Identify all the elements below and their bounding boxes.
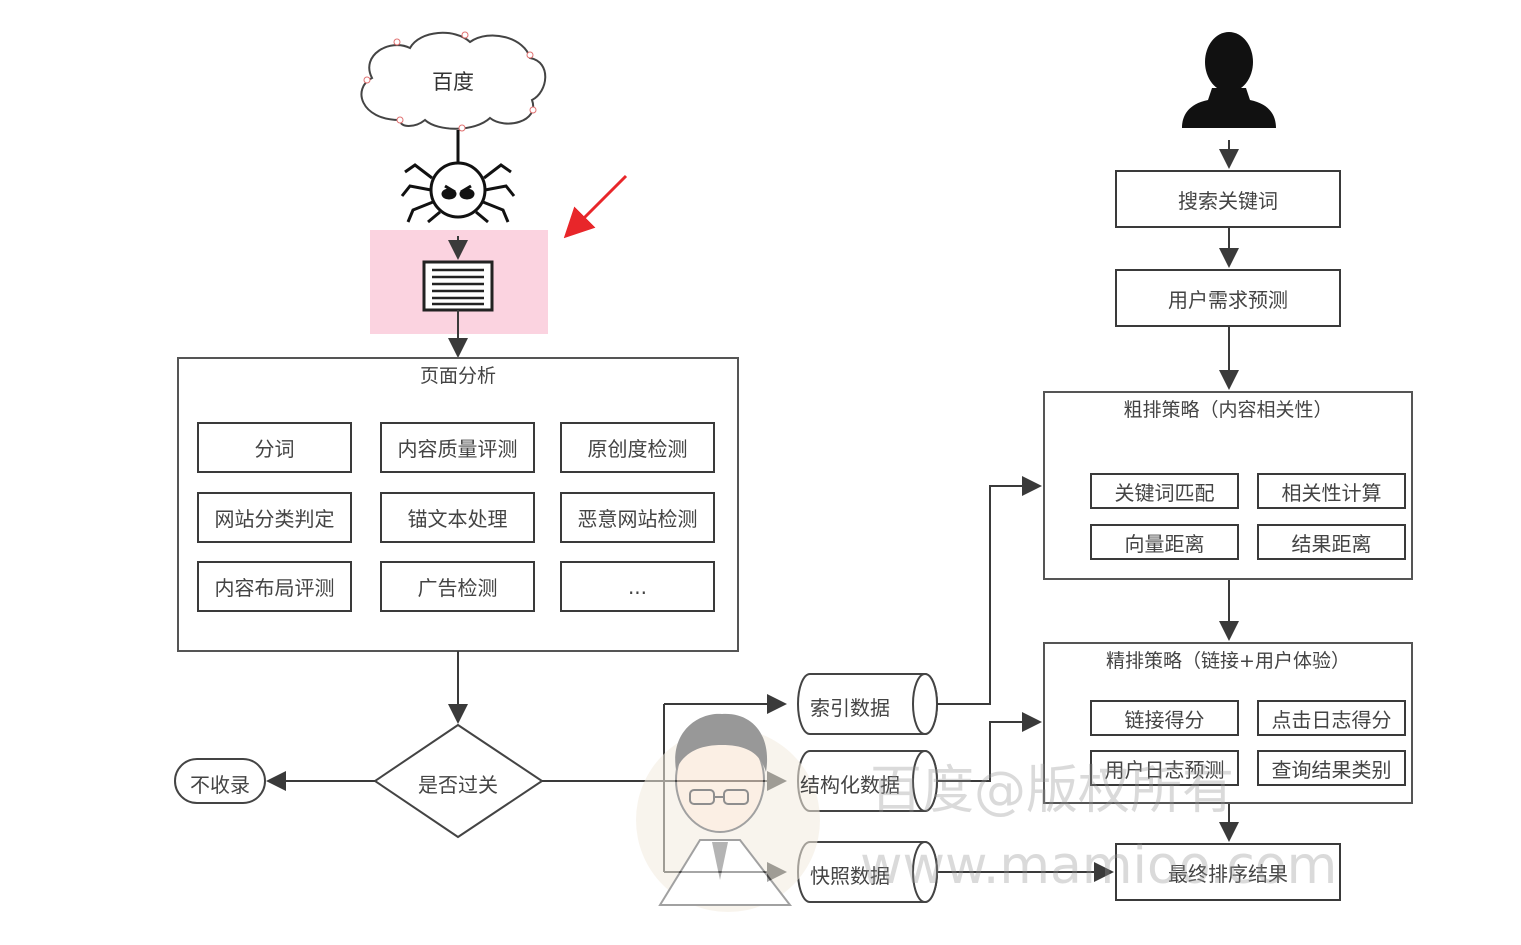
final-result-label: 最终排序结果 [1168,861,1288,886]
analysis-item: 原创度检测 [560,422,715,473]
analysis-item-label: 恶意网站检测 [577,507,698,531]
analysis-item: 内容布局评测 [197,561,352,612]
demand-predict-label: 用户需求预测 [1168,287,1288,312]
coarse-item: 向量距离 [1090,524,1239,560]
cloud-label: 百度 [432,70,474,94]
fine-item-label: 用户日志预测 [1104,757,1225,782]
analysis-item-label: ... [627,574,648,599]
data-store-label: 结构化数据 [800,773,900,797]
coarse-item-label: 结果距离 [1291,531,1372,556]
analysis-item: 恶意网站检测 [560,492,715,543]
analysis-item-label: 内容布局评测 [214,576,335,600]
fine-item-label: 查询结果类别 [1271,757,1392,782]
user-icon [1182,32,1276,128]
analysis-item-label: 分词 [254,437,295,461]
reject-label: 不收录 [190,773,250,797]
document-icon [422,260,494,312]
avatar [636,713,820,912]
coarse-item-label: 关键词匹配 [1114,480,1215,505]
search-keyword-box: 搜索关键词 [1115,170,1341,228]
coarse-item: 结果距离 [1257,524,1406,560]
fine-item-label: 链接得分 [1124,707,1205,732]
decision-label: 是否过关 [418,773,498,797]
analysis-item: ... [560,561,715,612]
coarse-item: 相关性计算 [1257,473,1406,509]
analysis-item: 网站分类判定 [197,492,352,543]
fine-item: 用户日志预测 [1090,750,1239,786]
final-result-box: 最终排序结果 [1115,843,1341,901]
red-pointer-arrow [563,174,628,239]
data-store-label: 索引数据 [810,696,890,720]
analysis-item: 内容质量评测 [380,422,535,473]
analysis-item-label: 内容质量评测 [397,437,518,461]
fine-ranking-title: 精排策略（链接+用户体验） [1106,650,1350,672]
demand-predict-box: 用户需求预测 [1115,269,1341,327]
coarse-item-label: 向量距离 [1124,531,1205,556]
analysis-item-label: 网站分类判定 [214,507,335,531]
analysis-item-label: 广告检测 [417,576,498,600]
watermark-line2: www.mamioo.com [860,836,1338,896]
coarse-item-label: 相关性计算 [1281,480,1382,505]
search-keyword-label: 搜索关键词 [1178,188,1278,213]
cloud-icon [360,31,547,132]
fine-item: 链接得分 [1090,700,1239,736]
fine-item: 查询结果类别 [1257,750,1406,786]
reject-shape [174,758,266,804]
coarse-item: 关键词匹配 [1090,473,1239,509]
spider-icon [400,130,516,224]
page-analysis-title: 页面分析 [419,365,496,387]
fine-item: 点击日志得分 [1257,700,1406,736]
analysis-item: 广告检测 [380,561,535,612]
analysis-item-label: 原创度检测 [587,437,688,461]
analysis-item-label: 锚文本处理 [407,507,508,531]
analysis-item: 分词 [197,422,352,473]
decision-diamond [373,723,544,839]
watermark-line1: 百度@版权所有 [870,761,1235,821]
data-store-label: 快照数据 [810,864,890,888]
data-store-cylinder [797,841,938,903]
analysis-item: 锚文本处理 [380,492,535,543]
coarse-ranking-title: 粗排策略（内容相关性） [1123,399,1333,421]
fine-item-label: 点击日志得分 [1271,707,1392,732]
